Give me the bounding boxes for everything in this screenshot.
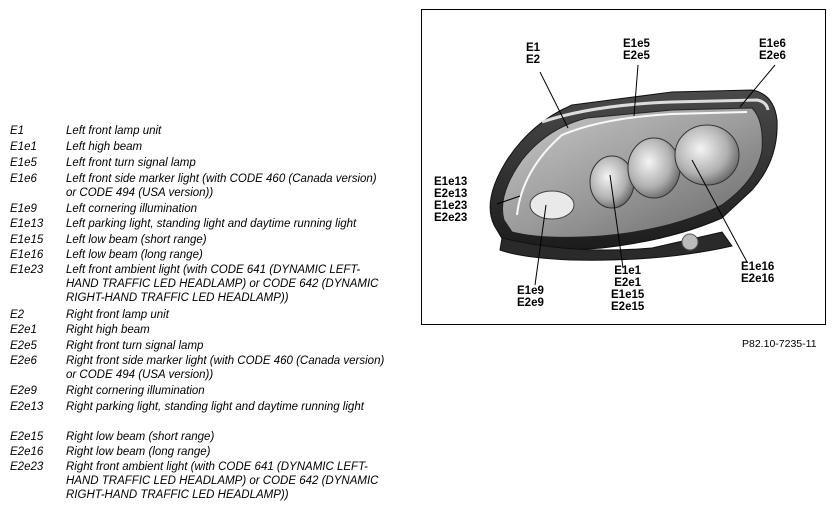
callout-label: E1e23 (434, 200, 468, 212)
legend-desc: Left cornering illumination (66, 203, 198, 215)
legend-desc: Left low beam (long range) (66, 249, 203, 261)
legend-code: E1e5 (10, 157, 37, 169)
legend-code: E1e16 (10, 249, 44, 261)
callout-label: E1e5 (623, 38, 650, 50)
callout-e1e5-e2e5: E1e5 E2e5 (623, 38, 650, 62)
callout-label: E2e15 (611, 301, 645, 313)
legend-desc: Left low beam (short range) (66, 234, 207, 246)
callout-label: E1 (526, 42, 541, 54)
legend-desc: Left parking light, standing light and d… (66, 218, 357, 230)
legend-code: E1e23 (10, 264, 44, 276)
legend-desc: Left high beam (66, 141, 143, 153)
legend-code: E1e15 (10, 234, 44, 246)
legend-code: E2e9 (10, 385, 37, 397)
mounting-tab (681, 233, 699, 251)
headlamp-figure: E1 E2 E1e5 E2e5 E1e6 E2e6 E1e13 E2e13 E1… (421, 9, 826, 325)
legend-code: E2e15 (10, 431, 44, 443)
callout-e1e6-e2e6: E1e6 E2e6 (759, 38, 786, 62)
chrome-strip (541, 98, 770, 124)
lower-housing (499, 231, 733, 261)
callout-label: E1e13 (434, 176, 468, 188)
callout-label: E2e23 (434, 212, 468, 224)
leader-line (496, 195, 521, 205)
leader-line (739, 64, 776, 108)
legend-code: E2e13 (10, 401, 44, 413)
callout-label: E2e1 (614, 277, 642, 289)
legend-desc: Right low beam (long range) (66, 446, 211, 458)
legend-code: E1e13 (10, 218, 44, 230)
legend-desc: Left front turn signal lamp (66, 157, 196, 169)
callout-label: E2e5 (623, 50, 650, 62)
callout-label: E1e1 (614, 265, 642, 277)
legend-code: E1 (10, 125, 25, 137)
leader-line (633, 64, 639, 117)
legend-desc: Right front side marker light (with CODE… (66, 355, 385, 381)
drl-light-guide (516, 111, 748, 216)
legend-desc: Right high beam (66, 324, 150, 336)
legend-code: E1e6 (10, 173, 37, 185)
figure-reference: P82.10-7235-11 (742, 338, 817, 350)
projector-module-2 (627, 137, 681, 199)
legend-desc: Right front ambient light (with CODE 641… (66, 461, 379, 501)
legend-desc: Right front lamp unit (66, 309, 169, 321)
legend-code: E2e6 (10, 355, 37, 367)
callout-e1-e2: E1 E2 (526, 42, 540, 66)
legend-code: E2e5 (10, 340, 37, 352)
legend-code: E2e23 (10, 461, 44, 473)
leader-line (539, 71, 569, 129)
legend-code: E1e1 (10, 141, 37, 153)
projector-module-1 (589, 155, 635, 209)
legend-desc: Left front ambient light (with CODE 641 … (66, 264, 379, 304)
projector-module-3 (674, 124, 740, 186)
callout-label: E1e15 (611, 289, 645, 301)
callout-label: E2 (526, 54, 541, 66)
leader-line (609, 174, 624, 269)
legend-code: E1e9 (10, 203, 37, 215)
callout-label: E2e6 (759, 50, 786, 62)
callout-e1e13-e2e23: E1e13 E2e13 E1e23 E2e23 (434, 176, 467, 224)
callout-e1e16-e2e16: E1e16 E2e16 (741, 261, 774, 285)
legend-desc: Right front turn signal lamp (66, 340, 204, 352)
callout-label: E1e16 (741, 261, 775, 273)
legend-desc: Right cornering illumination (66, 385, 205, 397)
legend-desc: Left front side marker light (with CODE … (66, 173, 377, 199)
headlamp-illustration (489, 64, 778, 286)
legend-desc: Right low beam (short range) (66, 431, 215, 443)
cornering-lamp (529, 190, 575, 220)
callout-label: E1e6 (759, 38, 786, 50)
legend-code: E2e16 (10, 446, 44, 458)
callout-e1e1-e2e15: E1e1 E2e1 E1e15 E2e15 (611, 265, 644, 313)
legend-code: E2e1 (10, 324, 37, 336)
callout-label: E2e9 (517, 297, 544, 309)
legend-desc: Right parking light, standing light and … (66, 401, 364, 413)
callout-label: E1e9 (517, 285, 544, 297)
callout-label: E2e13 (434, 188, 468, 200)
leader-line (534, 204, 547, 286)
legend-code: E2 (10, 309, 25, 321)
legend: E1 Left front lamp unit E1e1 Left high bea… (10, 125, 385, 501)
legend-desc: Left front lamp unit (66, 125, 162, 137)
leader-line (691, 159, 748, 263)
callout-e1e9-e2e9: E1e9 E2e9 (517, 285, 544, 309)
callout-label: E2e16 (741, 273, 775, 285)
